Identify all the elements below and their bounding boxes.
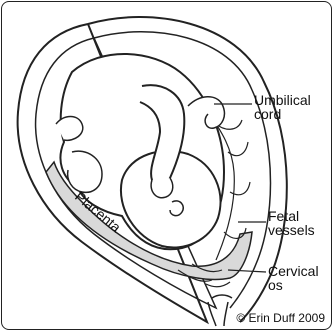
copyright-notice: © Erin Duff 2009 [236,311,325,325]
fetus-foot [56,117,83,141]
fetal-vessels-label: Fetal vessels [268,209,315,237]
umbilical-cord-label: Umbilical cord [254,93,311,121]
cervical-os-label: Cervical os [268,264,319,292]
fetus-hand [151,178,173,198]
